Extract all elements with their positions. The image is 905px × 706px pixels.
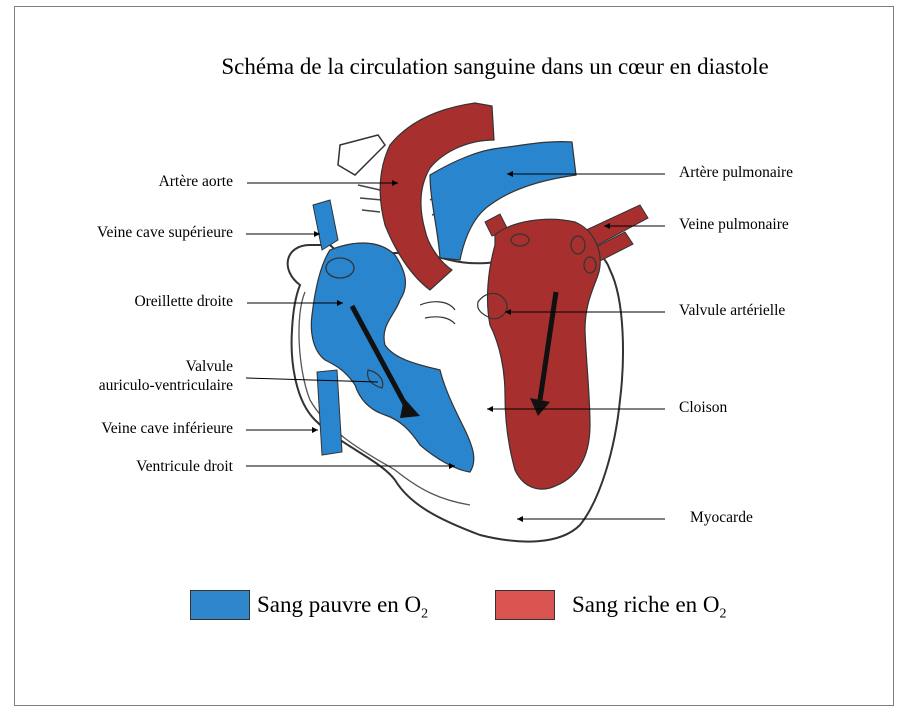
label-veine-cave-inferieure: Veine cave inférieure: [101, 419, 233, 438]
label-valvule-arterielle: Valvule artérielle: [679, 301, 785, 320]
veine-cave-superieure-shape: [313, 200, 338, 250]
label-cloison: Cloison: [679, 398, 727, 417]
label-oreillette-droite: Oreillette droite: [134, 292, 233, 311]
legend-swatch-rich: [495, 590, 555, 620]
label-valvule-av-line2: auriculo-ventriculaire: [99, 376, 233, 395]
label-veine-cave-superieure: Veine cave supérieure: [97, 223, 233, 242]
aortic-arch-outline: [338, 135, 385, 175]
legend-label-poor: Sang pauvre en O2: [257, 590, 428, 630]
label-ventricule-droit: Ventricule droit: [136, 457, 233, 476]
label-artere-aorte: Artère aorte: [159, 172, 233, 191]
legend-swatch-poor: [190, 590, 250, 620]
legend-label-rich: Sang riche en O2: [572, 590, 727, 630]
label-veine-pulmonaire: Veine pulmonaire: [679, 215, 789, 234]
heart-diagram: [0, 0, 905, 678]
label-myocarde: Myocarde: [690, 508, 753, 527]
veine-cave-inferieure-shape: [317, 370, 342, 455]
label-valvule-av-line1: Valvule: [186, 357, 233, 376]
label-artere-pulmonaire: Artère pulmonaire: [679, 163, 793, 182]
